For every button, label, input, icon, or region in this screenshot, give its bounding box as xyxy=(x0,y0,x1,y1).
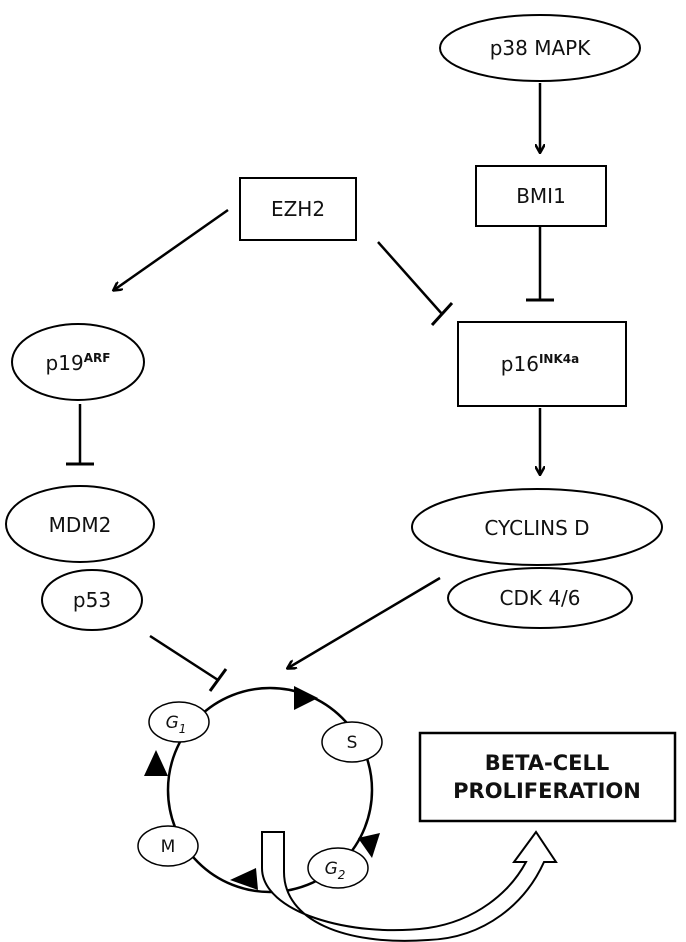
p19arf-label: p19ARF xyxy=(46,351,111,375)
cdk-label: CDK 4/6 xyxy=(499,586,580,610)
svg-text:G2: G2 xyxy=(325,859,346,882)
bmi1-node: BMI1 xyxy=(475,165,607,227)
cyclins-d-label: CYCLINS D xyxy=(484,516,589,540)
cycle-arrow-top xyxy=(294,686,318,710)
m-label: M xyxy=(161,837,176,857)
g1-base: G xyxy=(166,713,179,733)
ezh2-node: EZH2 xyxy=(239,177,357,241)
edge-cyclins-to-g1 xyxy=(288,576,441,668)
phase-g2: G2 xyxy=(307,847,369,889)
cyclins-d-node: CYCLINS D xyxy=(411,488,663,566)
outcome-line2: PROLIFERATION xyxy=(453,779,641,803)
p38-mapk-node: p38 MAPK xyxy=(439,14,641,82)
p16ink4a-node: p16INK4a xyxy=(457,321,627,407)
proliferation-arrow xyxy=(261,830,558,942)
bmi1-label: BMI1 xyxy=(516,184,566,208)
s-label: S xyxy=(347,733,358,753)
p16-sup: INK4a xyxy=(539,352,579,366)
outcome-line1: BETA-CELL xyxy=(485,751,610,775)
p19arf-node: p19ARF xyxy=(11,323,145,401)
edge-ezh2-to-p19 xyxy=(114,208,229,290)
edge-ezh2-inhibits-p16 xyxy=(377,241,454,327)
g1-sub: 1 xyxy=(179,722,187,736)
p19-base: p19 xyxy=(46,351,84,375)
p53-node: p53 xyxy=(41,569,143,631)
cdk-node: CDK 4/6 xyxy=(447,567,633,629)
p38-mapk-label: p38 MAPK xyxy=(490,36,592,60)
edge-p19-inhibits-mdm2 xyxy=(66,404,94,466)
p16ink4a-label: p16INK4a xyxy=(501,352,579,376)
ezh2-label: EZH2 xyxy=(271,197,325,221)
cycle-arrow-right xyxy=(358,833,380,858)
edge-bmi1-inhibits-p16 xyxy=(526,226,554,302)
phase-m: M xyxy=(137,825,199,867)
p16-base: p16 xyxy=(501,352,539,376)
g2-base: G xyxy=(325,859,338,879)
mdm2-node: MDM2 xyxy=(5,485,155,563)
phase-g1: G1 xyxy=(148,701,210,743)
p53-label: p53 xyxy=(73,588,111,612)
beta-cell-proliferation-node: BETA-CELL PROLIFERATION xyxy=(418,731,677,823)
svg-text:G1: G1 xyxy=(166,713,187,736)
p19-sup: ARF xyxy=(84,351,111,365)
cell-cycle-ring xyxy=(166,686,374,894)
cycle-arrow-left xyxy=(144,750,168,776)
edge-p53-inhibits-g1 xyxy=(149,634,228,692)
mdm2-label: MDM2 xyxy=(49,513,112,537)
g2-sub: 2 xyxy=(338,868,346,882)
cell-cycle: G1 S M G2 xyxy=(137,686,383,894)
cycle-arrow-bottom xyxy=(230,868,258,890)
phase-s: S xyxy=(321,721,383,763)
